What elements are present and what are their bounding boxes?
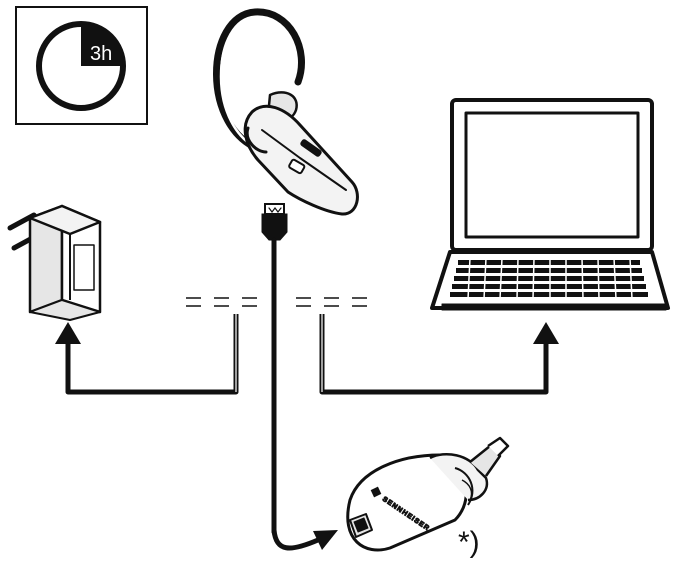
arrow-to-car-charger bbox=[271, 527, 338, 551]
charge-time-label: 3h bbox=[90, 43, 112, 65]
charge-time-box: 3h bbox=[15, 6, 148, 125]
power-adapter-icon bbox=[7, 204, 102, 321]
laptop-icon bbox=[430, 98, 670, 311]
footnote-marker: *) bbox=[458, 526, 480, 559]
usb-port bbox=[349, 513, 373, 538]
arrow-to-power-adapter bbox=[55, 314, 239, 395]
usb-cable bbox=[261, 203, 288, 535]
clock-icon bbox=[36, 21, 126, 111]
car-charger-icon: SENNHEISER bbox=[346, 436, 510, 552]
arrow-to-laptop bbox=[319, 314, 559, 395]
laptop-keyboard bbox=[450, 260, 648, 297]
headset-icon bbox=[213, 8, 359, 216]
cable-connectors bbox=[186, 297, 367, 307]
